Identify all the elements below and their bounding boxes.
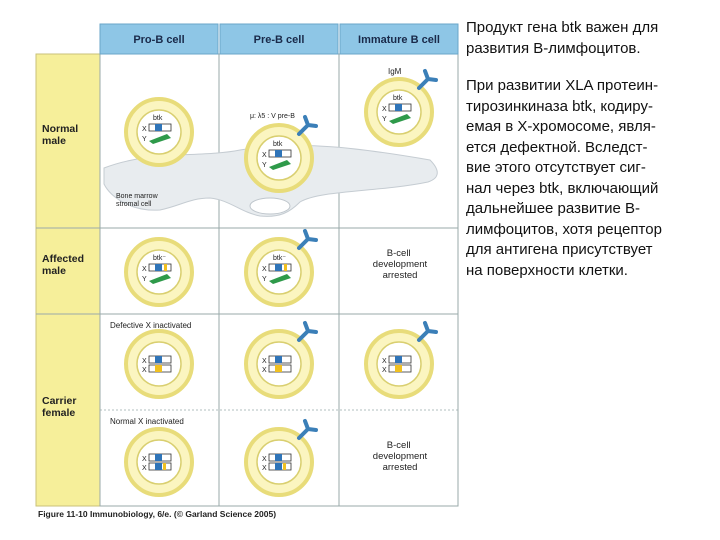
igm-receptor-icon: [417, 69, 438, 90]
btk-label: btk⁻: [153, 255, 166, 262]
chromosome-x2-label: X: [262, 367, 267, 374]
chromosome-x-label: X: [382, 358, 387, 365]
chromosome-x2-label: X: [262, 465, 267, 472]
chromosome-x-label: X: [142, 456, 147, 463]
btk-label: btk⁻: [273, 255, 286, 262]
chromosome-y: [269, 160, 291, 170]
chromosome-x-label: X: [262, 152, 267, 159]
btk-label: btk: [393, 95, 403, 102]
chromosome-y: [149, 274, 171, 284]
chromosome-x-label: X: [262, 456, 267, 463]
chromosome-y: [269, 274, 291, 284]
chromosome-y-label: Y: [142, 136, 147, 143]
header-pre-b: Pre-B cell: [254, 34, 305, 46]
chromosome-y-label: Y: [382, 116, 387, 123]
pre-b-receptor-icon: [297, 419, 318, 440]
normal-x-label: Normal X inactivated: [110, 417, 184, 426]
chromosome-x-label: X: [142, 358, 147, 365]
chromosome-y-label: Y: [262, 162, 267, 169]
chromosome-y: [149, 134, 171, 144]
explanation-panel: Продукт гена btk важен для развития В-ли…: [466, 18, 714, 281]
chromosome-x2-label: X: [382, 367, 387, 374]
row-label-carrier: Carrier female: [42, 395, 79, 419]
igm-label: IgM: [388, 67, 402, 76]
btk-label: btk: [273, 141, 283, 148]
b-cell: XX: [244, 419, 318, 497]
btk-figure: Pro-B cell Pre-B cell Immature B cell No…: [35, 23, 459, 519]
stromal-nucleus: [249, 197, 291, 215]
chromosome-x2-label: X: [142, 465, 147, 472]
defective-x-label: Defective X inactivated: [110, 321, 191, 330]
stromal-label: Bone marrow stromal cell: [116, 193, 160, 208]
pre-b-receptor-icon: [297, 321, 318, 342]
b-cell: XX: [124, 427, 194, 497]
header-pro-b: Pro-B cell: [133, 34, 184, 46]
explanation-paragraph-2: При развитии XLA протеин- тирозинкиназа …: [466, 77, 662, 279]
chromosome-x-label: X: [262, 266, 267, 273]
chromosome-x-label: X: [142, 126, 147, 133]
chromosome-y-label: Y: [142, 276, 147, 283]
b-cell: XX: [364, 321, 438, 399]
igm-receptor-icon: [417, 321, 438, 342]
chromosome-x2-label: X: [142, 367, 147, 374]
figure-caption: Figure 11-10 Immunobiology, 6/e. (© Garl…: [38, 509, 276, 519]
header-immature-b: Immature B cell: [358, 34, 440, 46]
row-label-normal: Normal male: [42, 123, 81, 147]
chromosome-x-label: X: [262, 358, 267, 365]
row-label-strip: [35, 53, 101, 507]
column-headers: Pro-B cell Pre-B cell Immature B cell: [99, 23, 459, 55]
pre-b-receptor-icon: [297, 115, 318, 136]
pre-b-receptor-icon: [297, 229, 318, 250]
chromosome-y-label: Y: [262, 276, 267, 283]
b-cell: XX: [244, 321, 318, 399]
pre-b-receptor-label: μ: λ5 : V pre-B: [250, 113, 295, 120]
btk-label: btk: [153, 115, 163, 122]
explanation-paragraph-1: Продукт гена btk важен для развития В-ли…: [466, 19, 659, 57]
chromosome-x-label: X: [382, 106, 387, 113]
b-cell: XX: [124, 329, 194, 399]
chromosome-y: [389, 114, 411, 124]
chromosome-x-label: X: [142, 266, 147, 273]
row-label-affected: Affected male: [42, 253, 87, 277]
